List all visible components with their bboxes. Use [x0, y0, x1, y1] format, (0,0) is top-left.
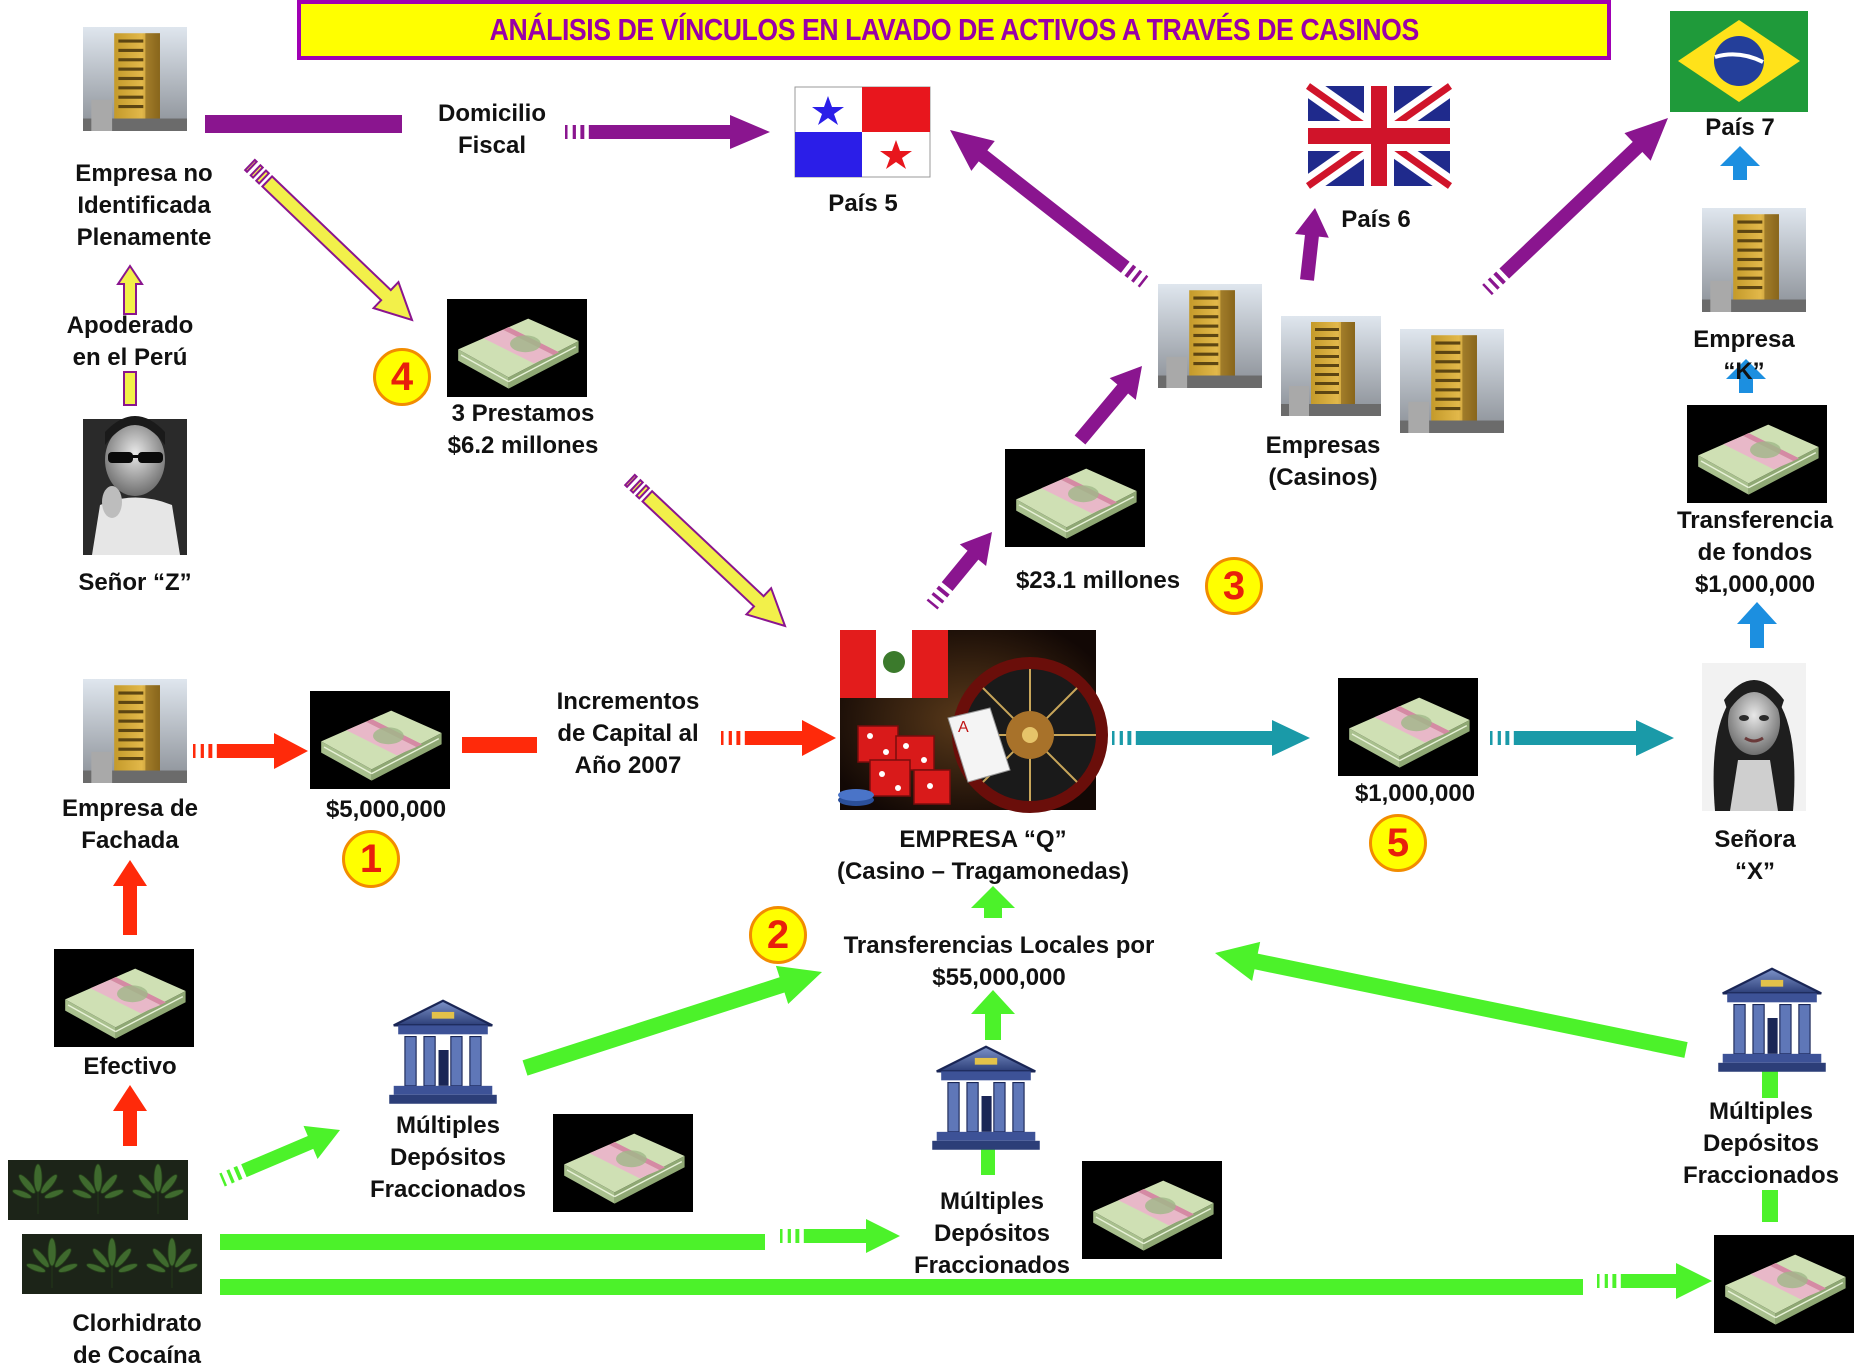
- label-pais-7: País 7: [1705, 114, 1775, 141]
- money-stack-icon-5-millones: [310, 690, 450, 790]
- label-empresa-fachada: Empresa de Fachada: [61, 795, 199, 854]
- label-5-millones: $5,000,000: [325, 796, 447, 823]
- man-portrait: [83, 416, 187, 555]
- money-stack-icon-depositos-c: [1714, 1234, 1854, 1334]
- arrow-depositos-b-to-bank: [981, 1145, 995, 1175]
- arrow-depositos-c-stub-lower: [1762, 1190, 1778, 1222]
- label-apoderado: Apoderado en el Perú: [66, 312, 194, 371]
- label-senora-x: Señora “X”: [1714, 826, 1796, 885]
- arrow-depositos-c-stub-upper: [1762, 1070, 1778, 1098]
- money-stack-icon-depositos-b: [1082, 1160, 1222, 1260]
- building-icon-empresa-fachada: [83, 679, 187, 783]
- label-empresa-no-identificada: Empresa no Identificada Plenamente: [75, 160, 213, 251]
- step-badge-1: 1: [342, 830, 400, 888]
- label-empresas-casinos: Empresas (Casinos): [1265, 432, 1381, 491]
- step-badge-5: 5: [1369, 814, 1427, 872]
- arrow-domicilio-left-bar: [205, 115, 402, 133]
- label-depositos-a: Múltiples Depósitos Fraccionados: [369, 1112, 527, 1203]
- label-pais-6: País 6: [1341, 206, 1411, 233]
- brazil-flag-icon: [1670, 11, 1808, 112]
- arrow-bank-b-to-transferencias: [971, 990, 1015, 1040]
- step-badge-2: 2: [749, 906, 807, 964]
- building-icon-empresa-no-identificada: [83, 27, 187, 131]
- arrow-plants-long-bar-2: [220, 1279, 1583, 1295]
- label-pais-5: País 5: [828, 190, 898, 217]
- arrow-senor-z-up: [123, 371, 137, 406]
- money-stack-icon-23-millones: [1005, 448, 1145, 548]
- arrow-empresa-to-prestamos: [243, 158, 414, 322]
- building-icon-casino-2: [1281, 316, 1381, 416]
- arrow-5m-bar: [462, 737, 537, 753]
- arrow-domicilio-to-pais5: [565, 115, 770, 149]
- panama-flag-icon: [794, 86, 931, 178]
- arrow-bank-c-to-transferencias: [1214, 941, 1688, 1058]
- label-efectivo: Efectivo: [83, 1053, 177, 1080]
- arrow-incrementos-to-q: [721, 720, 836, 756]
- label-prestamos: 3 Prestamos $6.2 millones: [447, 400, 599, 459]
- arrow-plants-to-bank-a: [219, 1125, 341, 1187]
- label-incrementos-capital: Incrementos de Capital al Año 2007: [556, 688, 700, 779]
- label-empresa-k: Empresa “K”: [1693, 326, 1795, 385]
- casino-image: A: [838, 630, 1108, 813]
- label-23-millones: $23.1 millones: [1015, 567, 1181, 594]
- title-banner: ANÁLISIS DE VÍNCULOS EN LAVADO DE ACTIVO…: [297, 0, 1611, 60]
- arrow-q-to-23m: [926, 531, 992, 610]
- money-stack-icon-efectivo: [54, 948, 194, 1048]
- label-domicilio-fiscal: Domicilio Fiscal: [437, 100, 547, 159]
- money-stack-icon-1-millon: [1338, 677, 1478, 777]
- label-transferencias-locales: Transferencias Locales por $55,000,000: [843, 932, 1155, 991]
- label-transferencia-fondos: Transferencia de fondos $1,000,000: [1676, 507, 1834, 598]
- label-clorhidrato: Clorhidrato de Cocaína: [72, 1310, 202, 1369]
- label-depositos-c: Múltiples Depósitos Fraccionados: [1682, 1098, 1840, 1189]
- page-title: ANÁLISIS DE VÍNCULOS EN LAVADO DE ACTIVO…: [489, 12, 1419, 47]
- svg-text:A: A: [958, 719, 969, 736]
- label-senor-z: Señor “Z”: [78, 569, 192, 596]
- arrow-plants-to-depositos-c: [1597, 1263, 1712, 1299]
- arrow-k-to-pais7: [1720, 146, 1760, 180]
- step-badge-4: 4: [373, 348, 431, 406]
- coca-plant-icons: [8, 1160, 202, 1294]
- arrow-plants-to-efectivo: [113, 1085, 147, 1146]
- arrow-casino-to-pais5: [950, 129, 1149, 288]
- bank-icon-c: [1717, 967, 1827, 1073]
- arrow-casino-to-pais6: [1295, 207, 1329, 281]
- arrow-apoderado-up: [116, 264, 144, 315]
- building-icon-casino-3: [1400, 329, 1504, 433]
- step-badge-3: 3: [1205, 557, 1263, 615]
- arrow-q-to-1m: [1112, 720, 1310, 756]
- arrow-fachada-to-5m: [193, 733, 308, 769]
- arrow-bank-a-to-transferencias: [522, 965, 823, 1076]
- arrow-casino-to-pais7: [1482, 118, 1669, 296]
- building-icon-casino-1: [1158, 284, 1262, 388]
- label-empresa-q: EMPRESA “Q” (Casino – Tragamonedas): [836, 826, 1130, 885]
- building-icon-empresa-k: [1702, 208, 1806, 312]
- woman-portrait: [1702, 663, 1806, 811]
- arrow-prestamos-to-q: [623, 473, 787, 628]
- money-stack-icon-prestamos: [447, 298, 587, 398]
- arrow-transferencia-to-k: [1726, 359, 1766, 393]
- arrow-23m-to-casinos: [1074, 366, 1143, 445]
- uk-flag-icon: [1302, 77, 1456, 195]
- bank-icon-a: [388, 999, 498, 1105]
- label-depositos-b: Múltiples Depósitos Fraccionados: [913, 1188, 1071, 1279]
- money-stack-icon-depositos-a: [553, 1113, 693, 1213]
- arrow-efectivo-to-fachada: [113, 860, 147, 935]
- arrow-1m-to-senora-x: [1490, 720, 1674, 756]
- arrow-plants-long-bar-1: [220, 1234, 765, 1250]
- bank-icon-b: [931, 1045, 1041, 1151]
- arrow-plants-to-depositos-b: [780, 1219, 900, 1253]
- label-1-millon: $1,000,000: [1354, 780, 1476, 807]
- money-stack-icon-transferencia: [1687, 404, 1827, 504]
- arrow-transferencias-to-q: [971, 886, 1015, 918]
- arrow-senora-to-transferencia: [1737, 602, 1777, 648]
